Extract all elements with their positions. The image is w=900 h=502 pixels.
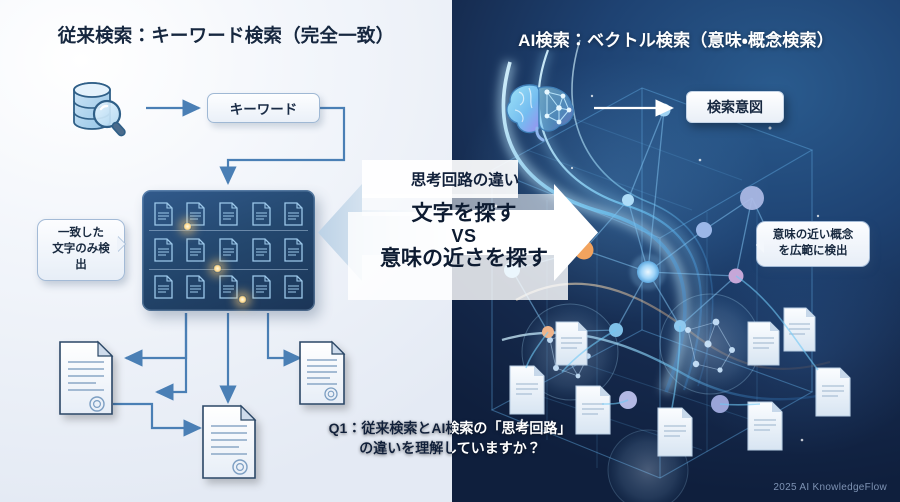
grid-document-icon (213, 197, 244, 231)
grid-document-icon (278, 233, 309, 267)
network-nodes (504, 103, 786, 413)
result-document (299, 340, 346, 405)
banner-body: 文字を探す VS 意味の近さを探す (348, 202, 580, 272)
vector-result-document (657, 407, 693, 457)
vector-result-document (509, 365, 545, 415)
footer-question-left-half-overlay: Q1：従来検索とAI検索の「思考回路」 (328, 420, 452, 436)
document-link-glow (525, 275, 819, 409)
match-highlight-dot (238, 295, 247, 304)
grid-document-icon (213, 233, 244, 267)
grid-document-icon (148, 233, 179, 267)
vector-result-document (815, 367, 851, 417)
grid-document-icon (181, 197, 212, 231)
left-callout-line1: 一致した (58, 227, 104, 239)
grid-document-icon (213, 270, 244, 304)
banner-line-3: 意味の近さを探す (380, 247, 548, 271)
vector-result-document (747, 321, 780, 366)
grid-document-icon (278, 270, 309, 304)
footer-question-line2-wrap: の違いを理解していますか？の違いを理解していますか？ (300, 438, 600, 458)
right-callout: 意味の近い概念 を広範に検出 (756, 221, 870, 267)
keyword-badge[interactable]: キーワード (207, 93, 320, 123)
footer-question-line1-wrap: Q1：従来検索とAI検索の「思考回路」Q1：従来検索とAI検索の「思考回路」 (300, 418, 600, 438)
vector-result-document (747, 401, 783, 451)
grid-document-icon (148, 270, 179, 304)
footer-question: Q1：従来検索とAI検索の「思考回路」Q1：従来検索とAI検索の「思考回路」 の… (300, 418, 600, 459)
comparison-banner: 思考回路の違い 文字を探す VS 意味の近さを探す (318, 160, 598, 305)
watermark: 2025 AI KnowledgeFlow (773, 482, 887, 493)
footer-question-left-half-overlay: の違いを理解していますか？ (359, 440, 452, 457)
right-callout-line1: 意味の近い概念 (772, 229, 854, 241)
vector-result-document (555, 321, 588, 366)
concept-sphere (659, 293, 761, 395)
banner-line-1: 文字を探す (411, 202, 517, 225)
banner-vs: VS (451, 226, 477, 247)
left-callout: 一致した 文字のみ検出 (37, 219, 125, 281)
grid-document-icon (181, 233, 212, 267)
keyword-to-grid-connector (219, 106, 346, 185)
vector-network-graphic (490, 39, 851, 502)
match-highlight-dot (183, 222, 192, 231)
left-callout-line2: 文字のみ検出 (52, 242, 110, 271)
grid-document-icon (148, 197, 179, 231)
vector-result-document (575, 385, 611, 435)
left-panel-title: 従来検索：キーワード検索（完全一致） (57, 25, 395, 46)
database-magnifier-icon (64, 78, 138, 142)
footer-question-line2: の違いを理解していますか？の違いを理解していますか？ (359, 438, 541, 458)
vector-result-document (783, 307, 816, 352)
footer-question-line1: Q1：従来検索とAI検索の「思考回路」Q1：従来検索とAI検索の「思考回路」 (329, 418, 572, 438)
grid-document-icon (246, 197, 277, 231)
brain-to-intent-arrow (594, 99, 674, 117)
grid-document-icon (246, 270, 277, 304)
match-highlight-dot (213, 264, 222, 273)
brain-network-icon (503, 78, 579, 142)
document-index-grid (142, 190, 315, 311)
result-document (59, 340, 114, 415)
double-headed-arrow-shape (318, 160, 598, 300)
grid-document-icon (181, 270, 212, 304)
grid-document-icon (246, 233, 277, 267)
grid-to-results-connectors (113, 313, 302, 437)
result-document (202, 404, 257, 479)
banner-label: 思考回路の違い (410, 172, 520, 189)
search-intent-badge[interactable]: 検索意図 (686, 91, 784, 123)
left-connector-layer (59, 99, 346, 479)
right-callout-line2: を広範に検出 (778, 244, 848, 257)
grid-document-icon (278, 197, 309, 231)
right-panel-title: AI検索：ベクトル検索（意味・概念検索） (518, 31, 834, 50)
